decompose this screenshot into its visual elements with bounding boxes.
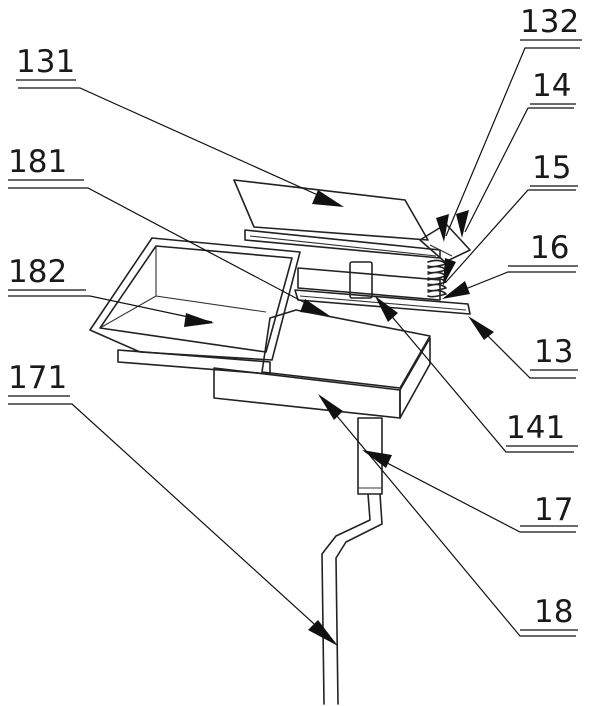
bracket-14: [419, 223, 471, 263]
label-131: 131: [16, 44, 75, 80]
pipe-171: [321, 493, 383, 705]
label-181: 181: [8, 144, 67, 180]
label-132: 132: [520, 4, 579, 40]
label-13: 13: [534, 334, 573, 370]
label-14: 14: [532, 68, 571, 104]
support-block-13: [297, 267, 441, 301]
callout-labels: 131 132 14 15 181 16 182 13 171 141 17 1…: [8, 4, 582, 631]
tray-182: [89, 237, 301, 375]
label-16: 16: [530, 230, 569, 266]
rod-141: [349, 261, 373, 299]
label-18: 18: [534, 594, 573, 630]
upper-plate-131: [233, 179, 441, 259]
label-182: 182: [8, 254, 67, 290]
label-15: 15: [532, 150, 571, 186]
label-171: 171: [8, 360, 67, 396]
label-17: 17: [534, 492, 573, 528]
leaders: [8, 47, 580, 646]
label-141: 141: [506, 410, 565, 446]
tray-181: [213, 309, 431, 419]
